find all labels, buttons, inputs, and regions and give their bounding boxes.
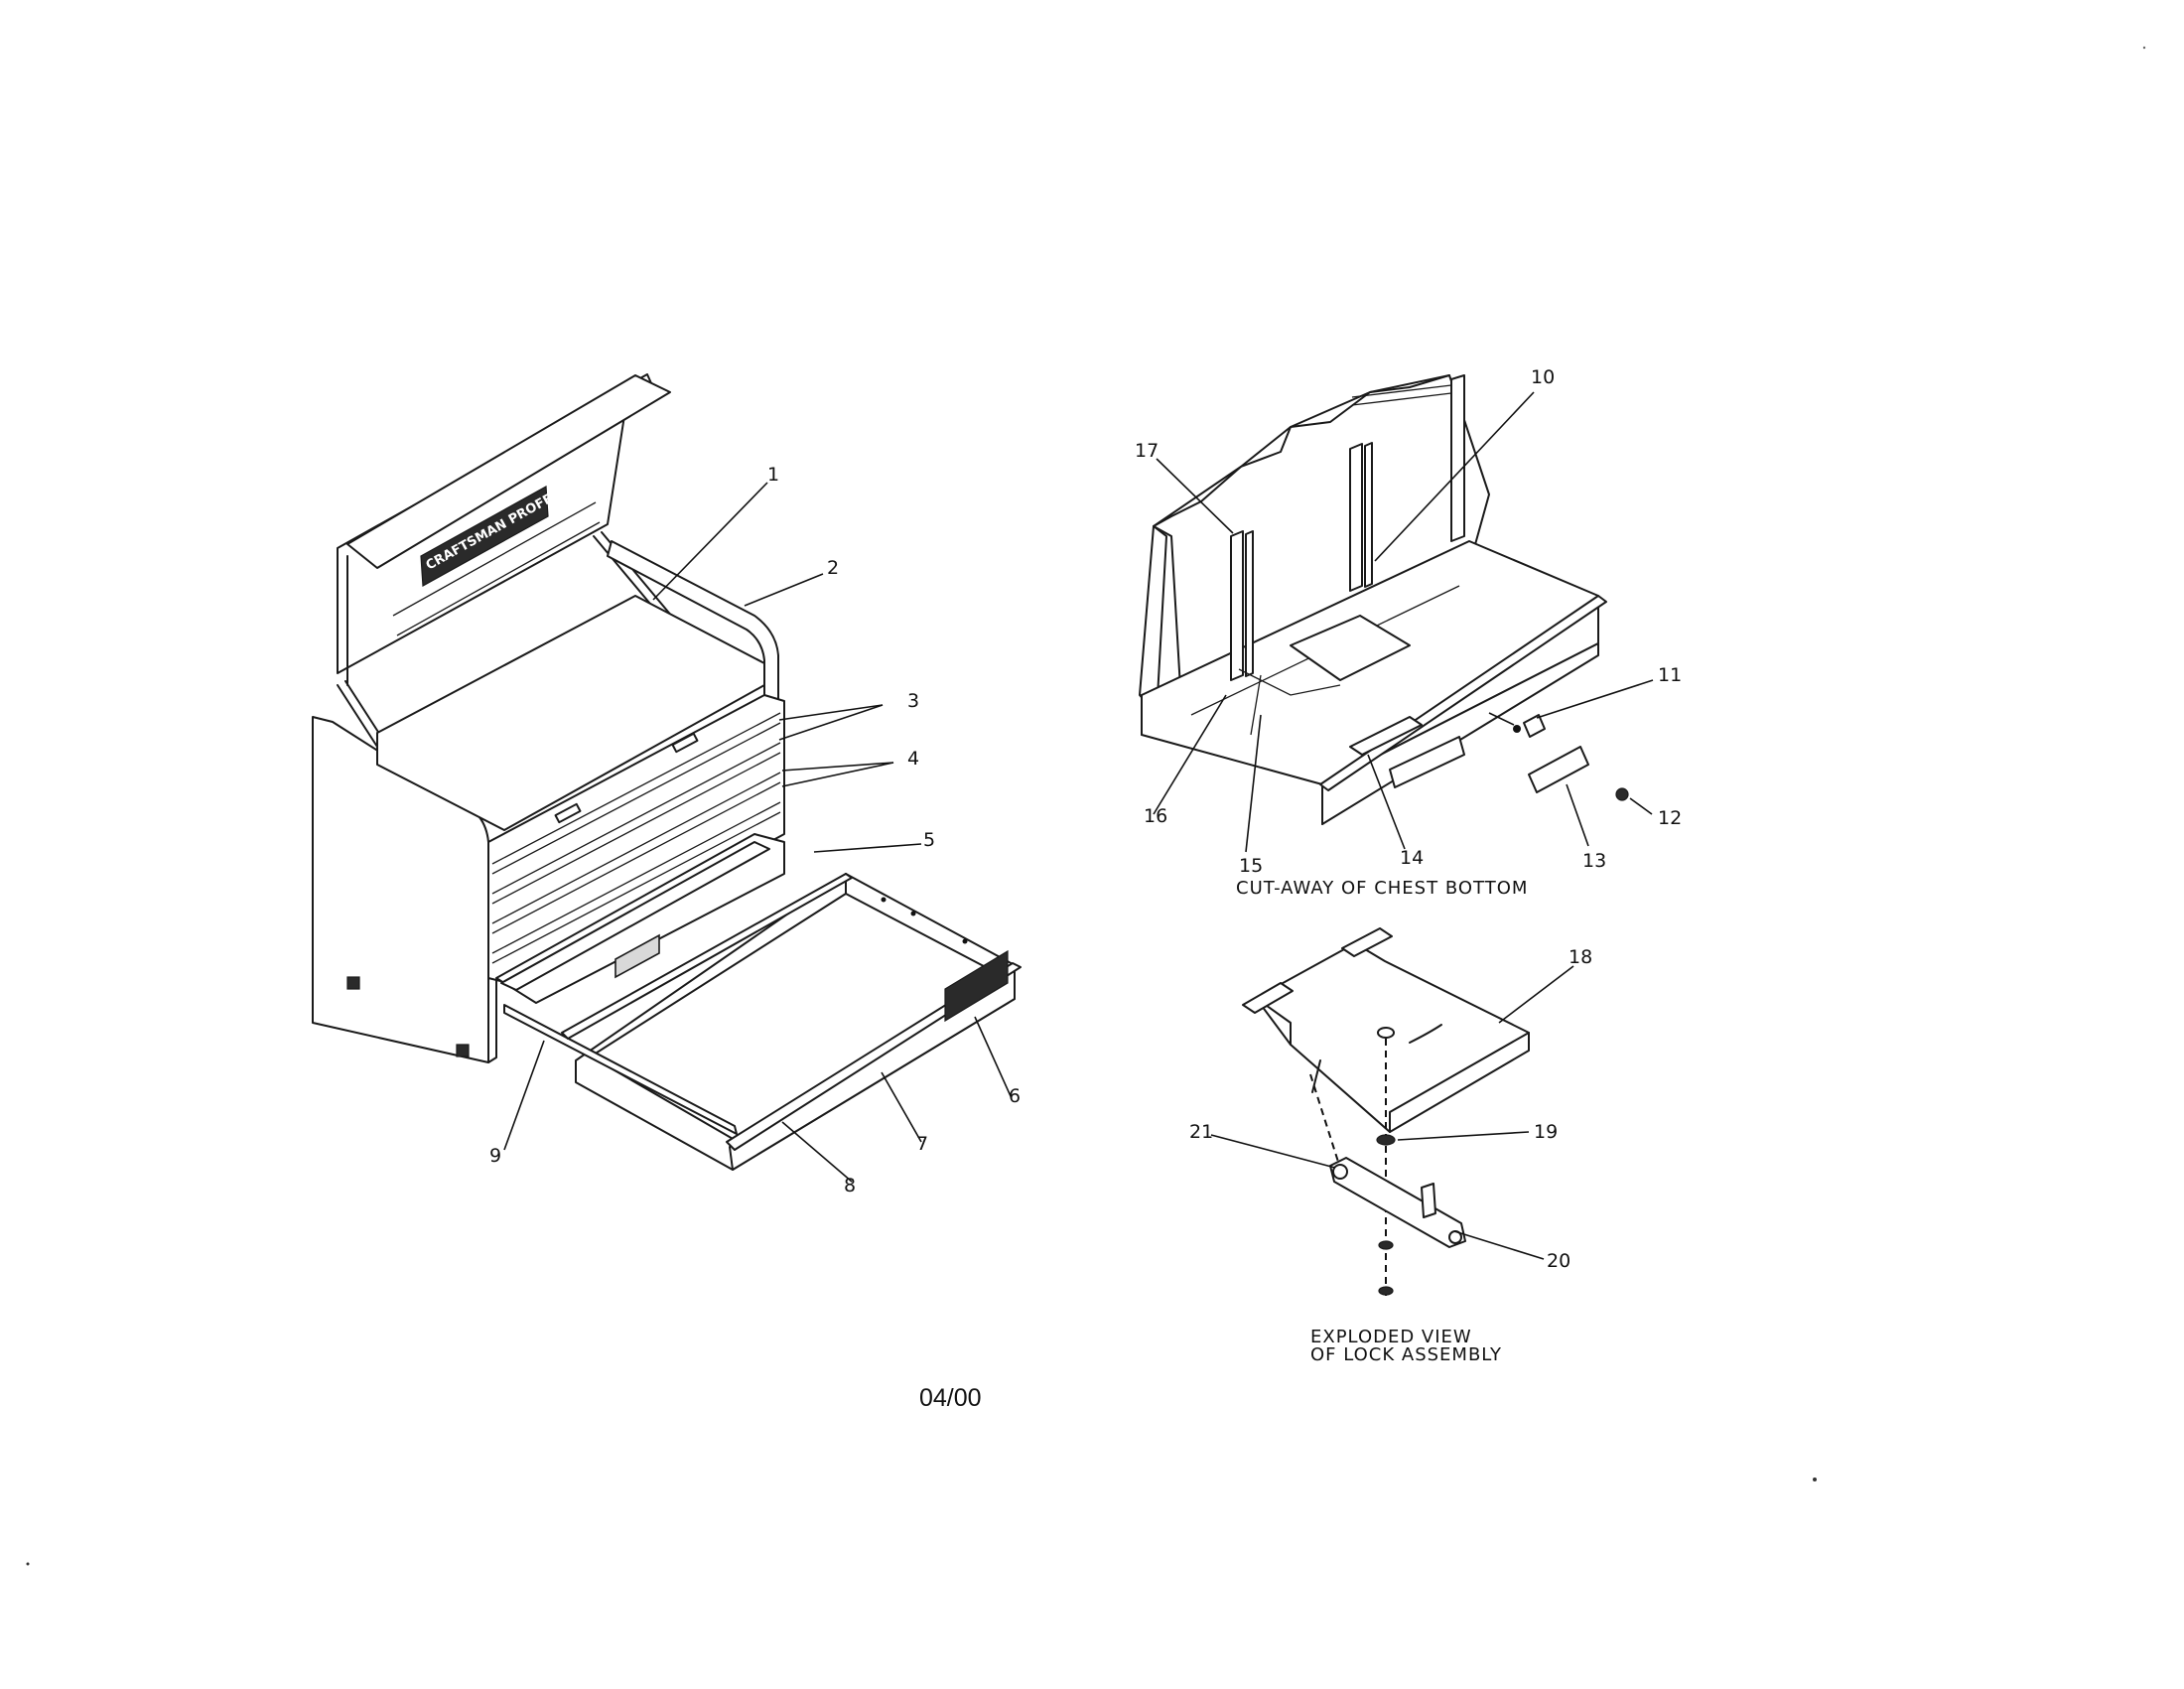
chest-leader-lines [503, 482, 1012, 1183]
cutaway-caption: CUT-AWAY OF CHEST BOTTOM [1236, 878, 1528, 899]
callout-20: 20 [1547, 1250, 1570, 1272]
date-code: 04/00 [919, 1384, 982, 1412]
callout-21: 21 [1189, 1121, 1213, 1143]
exploded-lock-assembly [1210, 927, 1574, 1301]
drawer-label-grille [944, 949, 1009, 1023]
callout-16: 16 [1144, 805, 1167, 827]
callout-15: 15 [1239, 855, 1263, 877]
lock-housing [1528, 746, 1589, 793]
drawer-stack [487, 694, 785, 984]
lock-leader-lines [1210, 965, 1574, 1260]
lock-key-cylinder [1615, 787, 1629, 801]
lock-opening [614, 933, 660, 979]
lock-cam [1523, 714, 1546, 738]
callout-2: 2 [827, 557, 839, 579]
callout-1: 1 [767, 464, 779, 486]
callout-10: 10 [1531, 366, 1555, 388]
callout-19: 19 [1534, 1121, 1558, 1143]
lock-mounting-plate [1255, 942, 1530, 1133]
lock-bar [1329, 1157, 1466, 1248]
callout-18: 18 [1569, 946, 1592, 968]
callout-14: 14 [1400, 847, 1424, 869]
callout-6: 6 [1009, 1085, 1021, 1107]
callout-13: 13 [1582, 850, 1606, 872]
callout-5: 5 [923, 829, 935, 851]
washer-19 [1376, 1134, 1396, 1146]
exploded-caption-line1: EXPLODED VIEW [1310, 1327, 1472, 1347]
callout-7: 7 [916, 1133, 928, 1155]
callout-3: 3 [907, 690, 919, 712]
open-drawer [503, 873, 1022, 1171]
drawer-slide [500, 841, 770, 991]
callout-11: 11 [1658, 664, 1682, 686]
cutaway-chest-bottom [1139, 374, 1654, 853]
exploded-caption-line2: OF LOCK ASSEMBLY [1310, 1344, 1502, 1365]
callout-numbers: 1 2 3 4 5 6 7 8 9 10 11 12 13 14 15 16 1… [489, 366, 1682, 1272]
floor-lock-bracket [1290, 615, 1411, 681]
tool-chest-assembly: CRAFTSMAN PROFESSIONAL [312, 373, 1022, 1183]
callout-8: 8 [844, 1175, 856, 1196]
callout-12: 12 [1658, 807, 1682, 829]
callout-9: 9 [489, 1145, 501, 1167]
callout-4: 4 [907, 748, 919, 770]
lock-rods [1230, 374, 1465, 681]
cutaway-leader-lines [1153, 391, 1654, 853]
callout-17: 17 [1135, 440, 1159, 462]
